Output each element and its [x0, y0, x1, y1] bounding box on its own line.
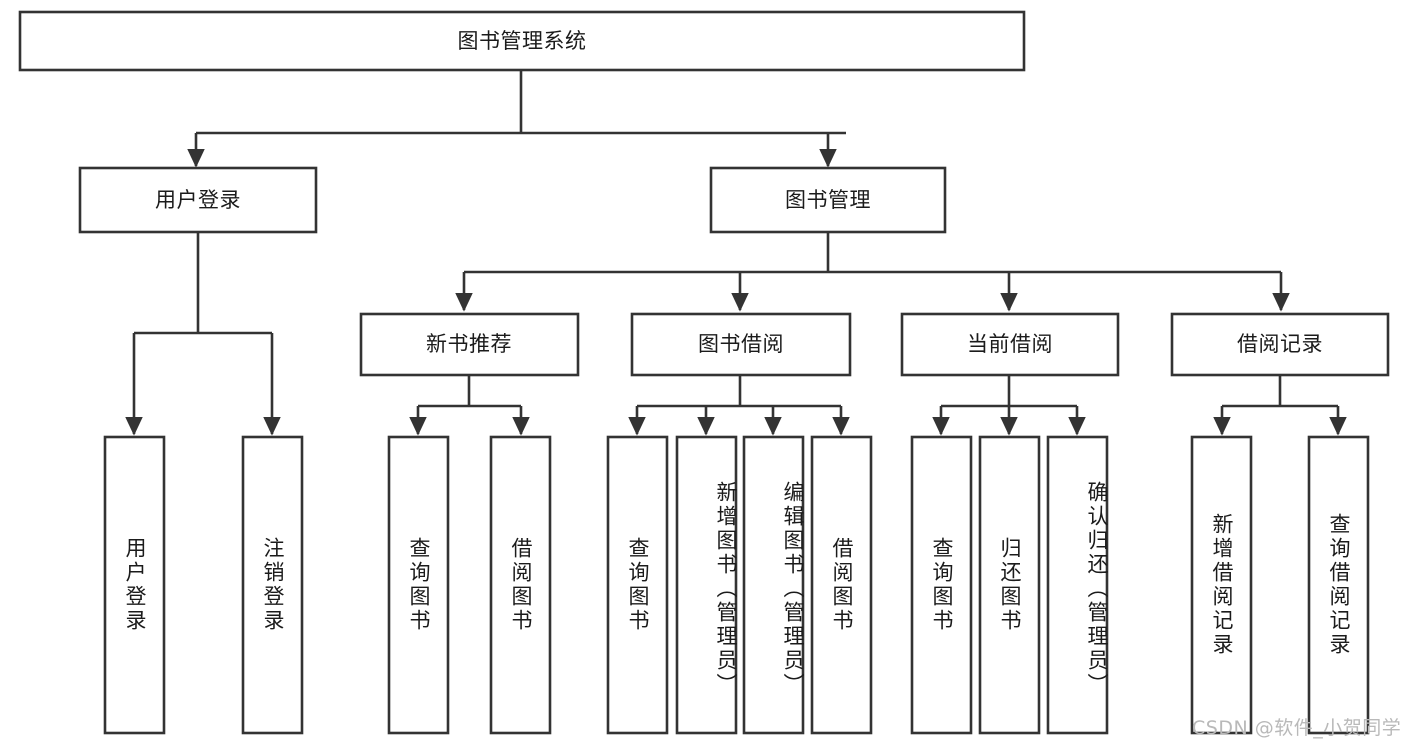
node-borrow-records[interactable]: 借阅记录 — [1170, 312, 1390, 377]
connector-booksmgmt-to-level3 — [455, 232, 1290, 312]
node-label-book-management: 图书管理 — [785, 188, 871, 212]
connector-borrowrecords-to-leaves — [1213, 375, 1347, 436]
leaf-box-borrow-lend[interactable] — [810, 435, 873, 735]
connector-bookborrow-to-leaves — [628, 375, 850, 436]
node-label-borrow-records: 借阅记录 — [1237, 332, 1323, 356]
csdn-watermark: CSDN @软件_小贺同学 — [1192, 717, 1402, 739]
node-new-book-recommend[interactable]: 新书推荐 — [359, 312, 580, 377]
node-user-login[interactable]: 用户登录 — [78, 166, 318, 234]
leaf-boxes — [103, 435, 1370, 735]
leaf-box-record-query[interactable] — [1307, 435, 1370, 735]
connector-currentborrow-to-leaves — [932, 375, 1086, 436]
leaf-box-borrow-query[interactable] — [606, 435, 669, 735]
leaf-box-newbook-borrow[interactable] — [489, 435, 552, 735]
node-label-current-borrow: 当前借阅 — [967, 332, 1053, 356]
leaf-box-borrow-edit[interactable] — [742, 435, 805, 735]
node-book-borrow[interactable]: 图书借阅 — [630, 312, 852, 377]
connector-userlogin-to-leaves — [125, 232, 281, 436]
node-label-book-borrow: 图书借阅 — [698, 332, 784, 356]
node-current-borrow[interactable]: 当前借阅 — [900, 312, 1120, 377]
leaf-box-current-query[interactable] — [910, 435, 973, 735]
node-root-system[interactable]: 图书管理系统 — [18, 10, 1026, 72]
leaf-box-newbook-query[interactable] — [387, 435, 450, 735]
leaf-box-current-return[interactable] — [978, 435, 1041, 735]
leaf-box-current-confirm[interactable] — [1046, 435, 1109, 735]
leaf-box-user-login-logout[interactable] — [241, 435, 304, 735]
connector-newbooks-to-leaves — [409, 375, 530, 436]
node-label-new-book-recommend: 新书推荐 — [426, 332, 512, 356]
node-label-root: 图书管理系统 — [458, 29, 587, 53]
leaf-box-user-login-login[interactable] — [103, 435, 166, 735]
leaf-box-record-add[interactable] — [1190, 435, 1253, 735]
node-label-user-login: 用户登录 — [155, 188, 241, 212]
node-book-management[interactable]: 图书管理 — [709, 166, 947, 234]
leaf-box-borrow-add[interactable] — [675, 435, 738, 735]
connector-root-to-level2 — [187, 70, 846, 168]
